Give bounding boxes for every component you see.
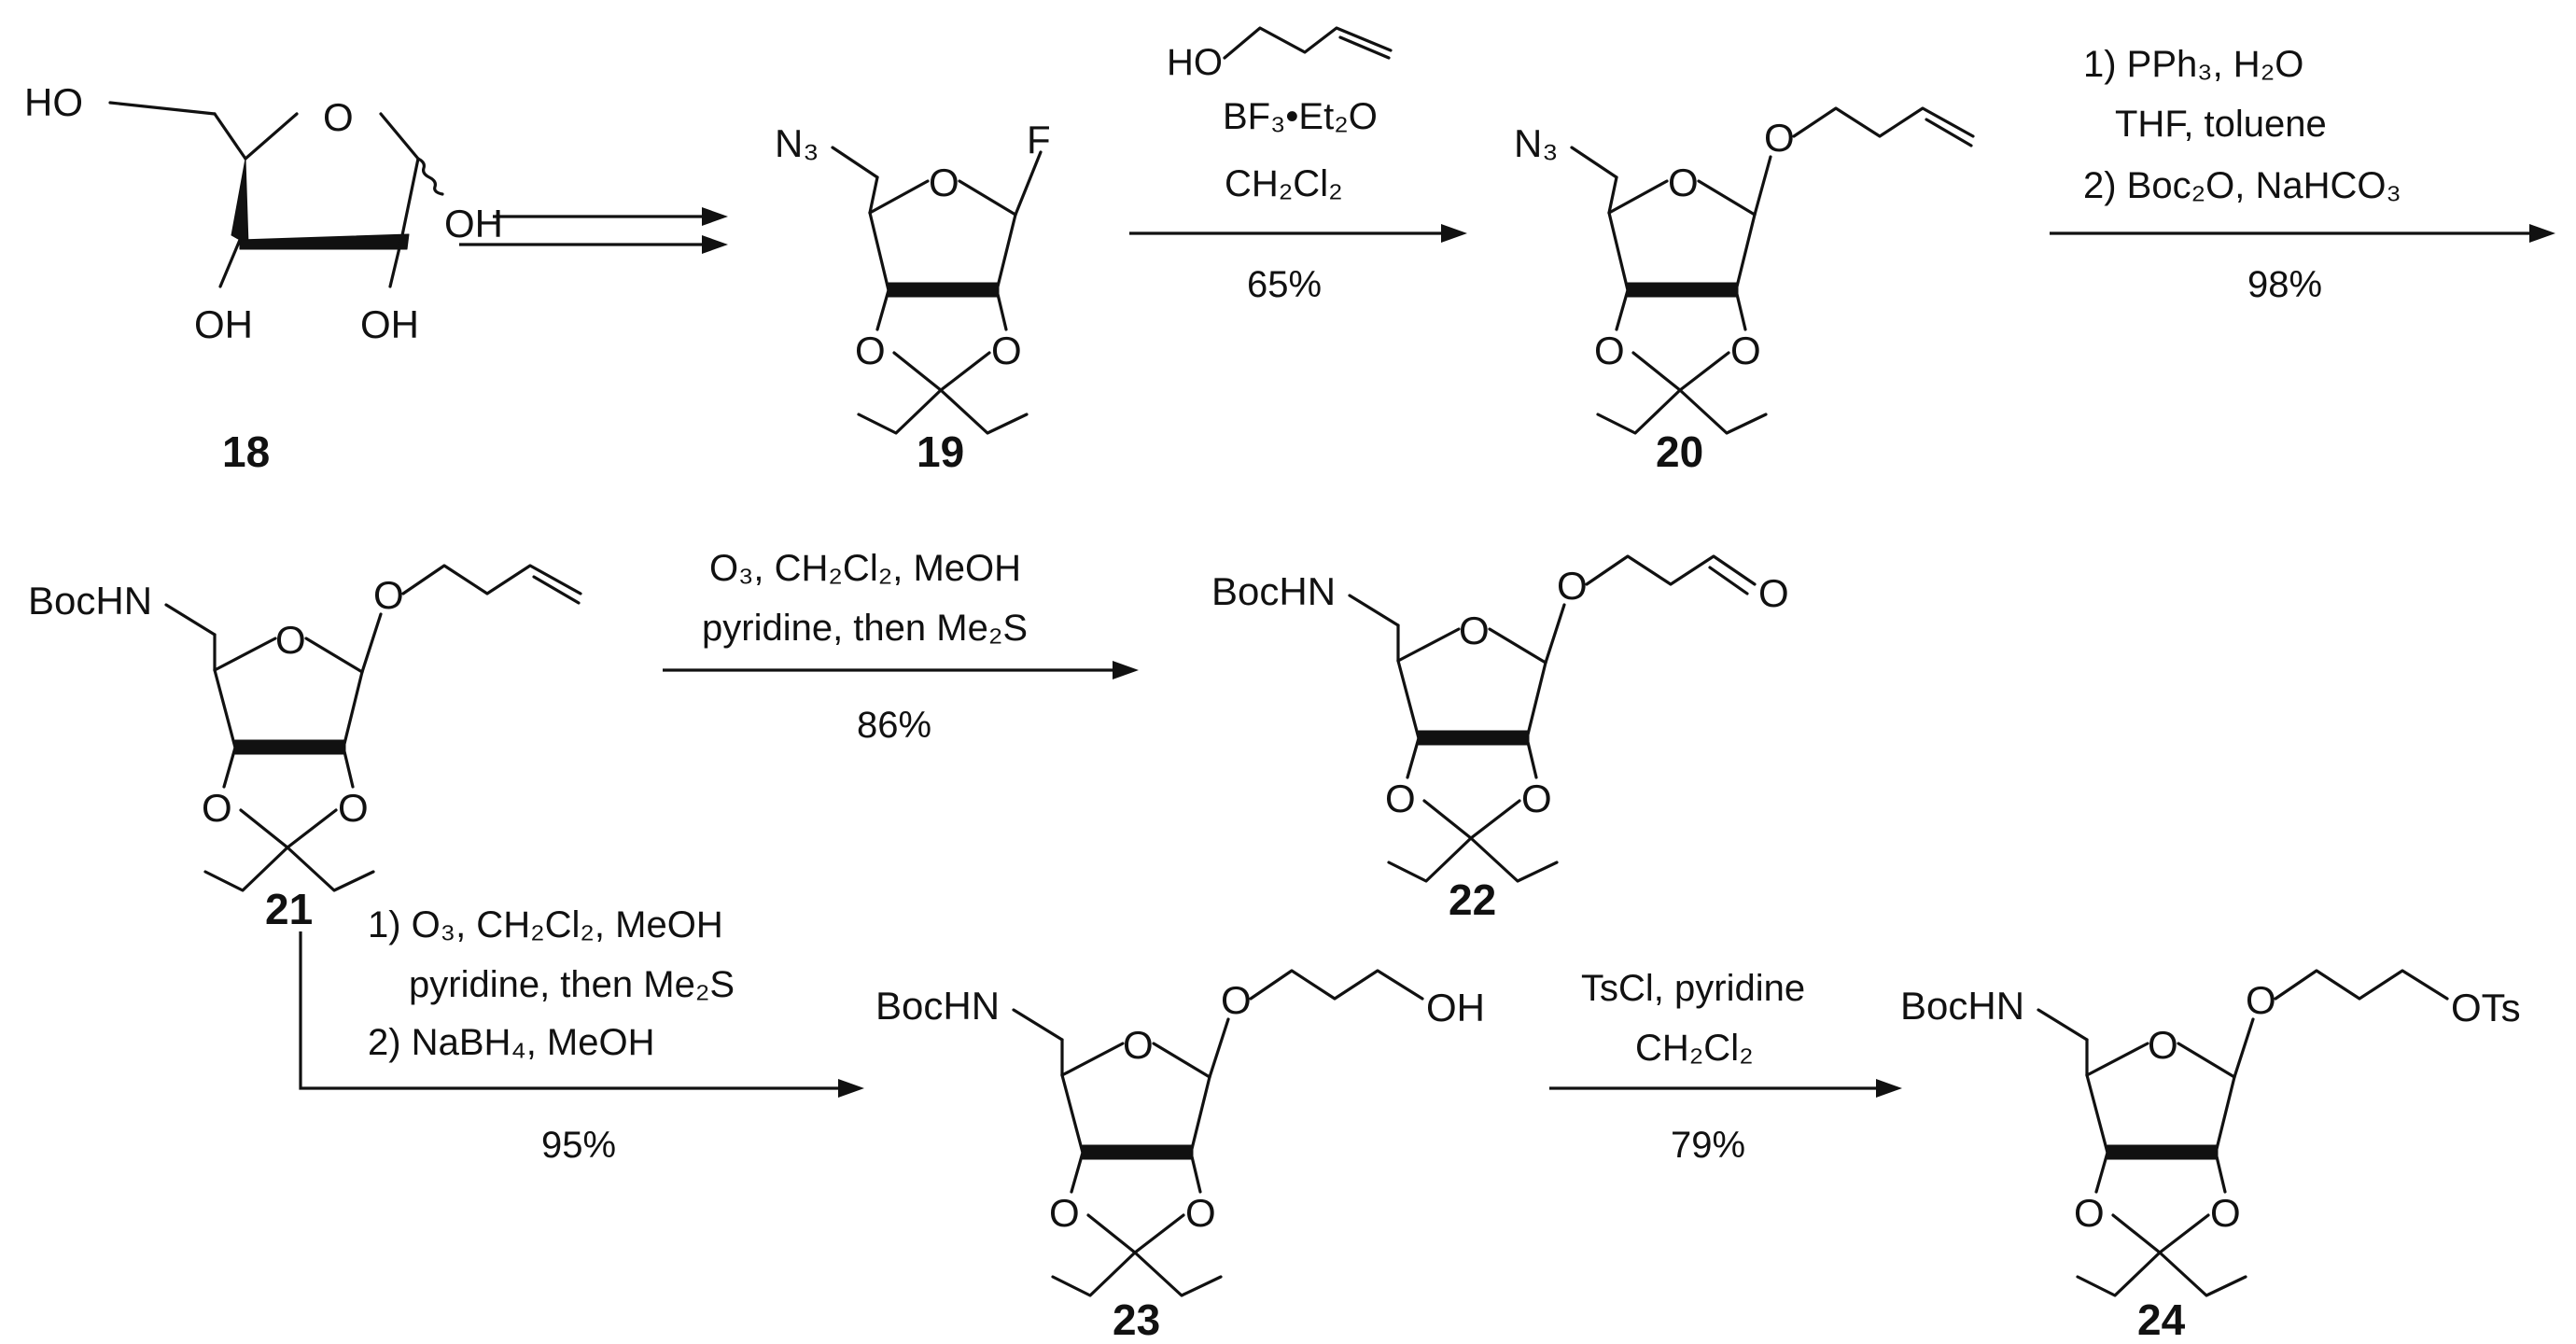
conditions-21-to-22: O₃, CH₂Cl₂, MeOH pyridine, then Me₂S 86%	[663, 548, 1139, 746]
ring-oxygen-label: O	[275, 618, 306, 662]
c3-oh-label: OH	[194, 302, 253, 346]
yield-79: 79%	[1671, 1125, 1745, 1166]
compound-21: BocHN O O O O 21	[28, 564, 582, 933]
reagent-step1-solvent: THF, toluene	[2115, 104, 2327, 145]
fluorine-label: F	[1027, 118, 1051, 161]
o3-label: O	[1594, 329, 1625, 372]
o3-label: O	[202, 786, 232, 830]
reagent-tscl: TsCl, pyridine	[1581, 968, 1805, 1009]
compound-19-number: 19	[917, 427, 964, 476]
reagent-solvent: CH₂Cl₂	[1635, 1028, 1754, 1069]
bochn-label: BocHN	[875, 984, 1000, 1028]
ring-oxygen-label: O	[1123, 1023, 1154, 1067]
compound-23-number: 23	[1113, 1295, 1160, 1344]
multistep-arrow	[459, 207, 728, 254]
compound-20: N₃ O O O O 20	[1514, 106, 1975, 476]
reagent-bf3: BF₃•Et₂O	[1223, 96, 1378, 137]
reagent-step1-workup: pyridine, then Me₂S	[409, 964, 735, 1005]
aldehyde-oxygen-label: O	[1758, 571, 1789, 615]
yield-95: 95%	[541, 1125, 616, 1166]
compound-24-number: 24	[2137, 1295, 2186, 1344]
conditions-19-to-20: HO BF₃•Et₂O CH₂Cl₂ 65%	[1129, 26, 1467, 305]
anomeric-oxygen-label: O	[1557, 564, 1588, 608]
ring-oxygen-label: O	[1459, 609, 1490, 652]
o2-label: O	[338, 786, 369, 830]
compound-24: BocHN O O OTs O O 24	[1900, 969, 2521, 1344]
bochn-label: BocHN	[1211, 569, 1336, 613]
ring-oxygen-label: O	[2148, 1023, 2178, 1067]
o2-label: O	[1521, 777, 1552, 820]
o2-label: O	[2210, 1191, 2241, 1235]
o3-label: O	[1049, 1191, 1080, 1235]
homoallyl-alcohol-ho: HO	[1167, 42, 1223, 83]
ring-oxygen-label: O	[323, 95, 354, 139]
reagent-step2: 2) Boc₂O, NaHCO₃	[2083, 165, 2401, 206]
azide-label: N₃	[775, 121, 819, 165]
bochn-label: BocHN	[28, 579, 152, 623]
anomeric-oxygen-label: O	[373, 573, 404, 617]
reagent-step1-ozonolysis: 1) O₃, CH₂Cl₂, MeOH	[368, 904, 723, 945]
o2-label: O	[1185, 1191, 1216, 1235]
compound-23: BocHN O O OH O O 23	[875, 969, 1485, 1344]
compound-22: BocHN O O O O O 22	[1211, 554, 1789, 924]
o3-label: O	[1385, 777, 1416, 820]
anomeric-oxygen-label: O	[1221, 978, 1252, 1022]
reagent-ozonolysis: O₃, CH₂Cl₂, MeOH	[709, 548, 1021, 589]
ho-label: HO	[24, 80, 83, 124]
o3-label: O	[855, 329, 886, 372]
yield-98: 98%	[2247, 264, 2322, 305]
bochn-label: BocHN	[1900, 984, 2024, 1028]
ring-oxygen-label: O	[1668, 161, 1699, 204]
compound-20-number: 20	[1656, 427, 1703, 476]
c2-oh-label: OH	[360, 302, 419, 346]
azide-label: N₃	[1514, 121, 1558, 165]
conditions-21-to-23: 1) O₃, CH₂Cl₂, MeOH pyridine, then Me₂S …	[299, 904, 864, 1166]
compound-18: HO O OH OH OH 18	[24, 80, 503, 476]
anomeric-oh-label: OH	[444, 202, 503, 245]
conditions-20-to-21: 1) PPh₃, H₂O THF, toluene 2) Boc₂O, NaHC…	[2050, 44, 2555, 305]
o3-label: O	[2074, 1191, 2105, 1235]
reagent-step2-reduction: 2) NaBH₄, MeOH	[368, 1022, 655, 1063]
yield-65: 65%	[1247, 264, 1322, 305]
anomeric-oxygen-label: O	[2246, 978, 2276, 1022]
tosylate-label: OTs	[2451, 986, 2521, 1029]
yield-86: 86%	[857, 705, 931, 746]
conditions-23-to-24: TsCl, pyridine CH₂Cl₂ 79%	[1549, 968, 1902, 1166]
o2-label: O	[991, 329, 1022, 372]
reagent-solvent: CH₂Cl₂	[1225, 163, 1343, 204]
compound-22-number: 22	[1449, 875, 1496, 924]
compound-21-number: 21	[265, 885, 313, 933]
compound-18-number: 18	[222, 427, 270, 476]
o2-label: O	[1730, 329, 1761, 372]
reagent-step1: 1) PPh₃, H₂O	[2083, 44, 2303, 85]
reagent-workup: pyridine, then Me₂S	[702, 608, 1028, 649]
anomeric-oxygen-label: O	[1764, 116, 1795, 160]
ring-oxygen-label: O	[929, 161, 959, 204]
terminal-oh-label: OH	[1426, 986, 1485, 1029]
compound-19: N₃ O F O O 19	[775, 118, 1051, 476]
